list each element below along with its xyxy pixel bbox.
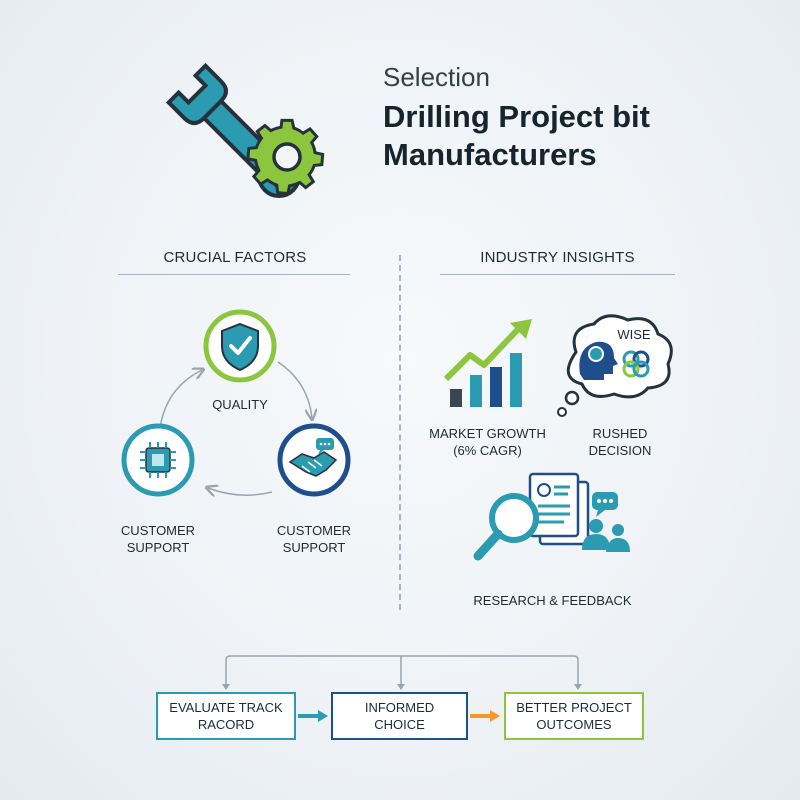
flow-connectors xyxy=(222,655,582,722)
factor-label-line: CUSTOMER xyxy=(276,523,352,538)
section-rule-right xyxy=(440,274,675,275)
handshake-icon xyxy=(288,438,338,477)
factor-label-customer-support-left: CUSTOMER SUPPORT xyxy=(100,522,216,556)
decision-label: RUSHED DECISION xyxy=(570,425,670,459)
flow-arrow-1 xyxy=(298,710,328,722)
factor-label-quality: QUALITY xyxy=(212,397,268,412)
flow-step-line: BETTER PROJECT xyxy=(516,700,632,715)
section-rule-left xyxy=(118,274,350,275)
flow-step-informed-choice: INFORMED CHOICE xyxy=(331,692,468,740)
gear-icon xyxy=(246,118,325,196)
flow-step-line: RACORD xyxy=(197,717,255,732)
quality-node xyxy=(203,309,277,383)
flow-step-line: OUTCOMES xyxy=(536,717,612,732)
wrench-gear-icon xyxy=(165,62,325,199)
chip-node xyxy=(121,423,195,497)
page-title-line-1: Drilling Project bit xyxy=(383,99,650,134)
cycle-arrow-bottom xyxy=(208,488,273,495)
flow-step-evaluate: EVALUATE TRACK RACORD xyxy=(156,692,296,740)
flow-step-line: CHOICE xyxy=(374,717,425,732)
chip-icon xyxy=(140,442,176,478)
decision-line-1: RUSHED xyxy=(592,426,648,441)
factor-label-line: SUPPORT xyxy=(126,540,190,555)
thought-bubble-icon xyxy=(557,314,673,417)
factor-label-line: SUPPORT xyxy=(282,540,346,555)
research-feedback-label: RESEARCH & FEEDBACK xyxy=(473,593,632,608)
page-subtitle: Selection xyxy=(383,62,490,92)
flow-step-line: INFORMED xyxy=(364,700,435,715)
page-title-line-2: Manufacturers xyxy=(383,137,597,172)
bar-chart-growth-icon xyxy=(443,319,532,407)
flow-arrow-2 xyxy=(470,710,500,722)
thought-bubble-text: WISE xyxy=(617,327,651,342)
people-chat-icon xyxy=(582,492,630,552)
magnifier-document-icon xyxy=(473,472,630,561)
page-title: Drilling Project bit Manufacturers xyxy=(383,98,713,174)
market-growth-label: MARKET GROWTH (6% CAGR) xyxy=(420,425,555,459)
decision-line-2: DECISION xyxy=(588,443,652,458)
section-divider xyxy=(399,255,401,610)
brain-icon xyxy=(622,350,650,378)
factors-cycle-diagram xyxy=(121,309,351,510)
flow-step-better-outcomes: BETTER PROJECT OUTCOMES xyxy=(504,692,644,740)
factor-label-line: CUSTOMER xyxy=(120,523,196,538)
handshake-node xyxy=(277,423,351,497)
section-heading-crucial-factors: CRUCIAL FACTORS xyxy=(163,249,307,266)
factor-label-customer-support-right: CUSTOMER SUPPORT xyxy=(256,522,372,556)
cycle-arrow-right xyxy=(277,361,312,418)
flow-step-line: EVALUATE TRACK xyxy=(169,700,283,715)
shield-check-icon xyxy=(221,322,259,372)
cycle-arrow-left xyxy=(159,370,202,429)
head-profile-icon xyxy=(579,341,618,380)
market-growth-line-2: (6% CAGR) xyxy=(453,443,522,458)
market-growth-line-1: MARKET GROWTH xyxy=(429,426,546,441)
section-heading-industry-insights: INDUSTRY INSIGHTS xyxy=(480,249,635,266)
